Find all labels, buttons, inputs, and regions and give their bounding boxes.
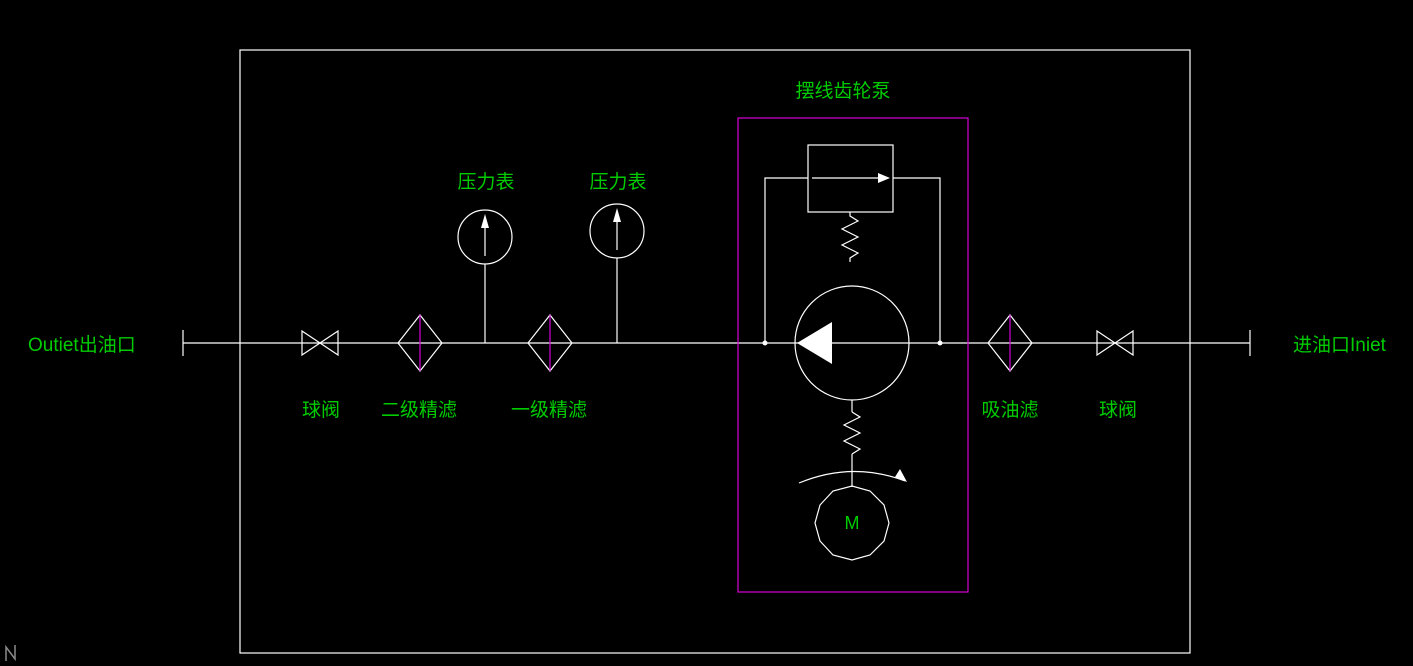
pump-unit-title: 摆线齿轮泵	[795, 80, 890, 102]
motor-polygon	[814, 485, 890, 561]
suction-filter-label: 吸油滤	[981, 399, 1038, 421]
pressure-gauge-left-label: 压力表	[457, 171, 514, 193]
pressure-gauge-right-dial	[589, 203, 645, 259]
relief-valve-bypass-left-line	[764, 177, 808, 343]
ball-valve-left-symbol	[301, 329, 339, 357]
bypass-junction-left-dot	[762, 340, 768, 346]
pressure-gauge-right-symbol	[589, 203, 645, 343]
drive-shaft-symbol	[798, 400, 907, 487]
ball-valve-right-symbol	[1096, 329, 1134, 357]
pressure-gauge-left-needle-arrow	[481, 214, 489, 228]
shaft-spring	[842, 411, 862, 455]
pressure-gauge-right-needle-arrow	[613, 208, 621, 222]
relief-valve-flow-arrow	[878, 173, 890, 183]
primary-filter-symbol	[527, 314, 573, 372]
pressure-gauge-right-label: 压力表	[589, 171, 646, 193]
primary-filter-label: 一级精滤	[511, 399, 587, 421]
outlet-port-label: Outiet出油口	[28, 334, 136, 356]
drawing-frame-border	[239, 49, 1191, 654]
motor-symbol: M	[814, 485, 890, 561]
inlet-port-label: 进油口Iniet	[1293, 334, 1387, 356]
cursor-artifact	[5, 644, 16, 662]
pump-unit-boundary	[737, 117, 969, 593]
relief-valve-bypass-right-line	[893, 177, 941, 343]
secondary-filter-label: 二级精滤	[381, 399, 457, 421]
relief-valve-spring	[840, 212, 860, 262]
pressure-gauge-left-dial	[457, 209, 513, 265]
suction-filter-symbol	[987, 314, 1033, 372]
bypass-junction-right-dot	[937, 340, 943, 346]
gear-pump-direction-triangle	[797, 322, 832, 364]
rotation-arc-arrow	[895, 469, 907, 482]
ball-valve-right-label: 球阀	[1099, 399, 1137, 421]
relief-valve-symbol	[762, 144, 943, 346]
rotation-arc	[798, 470, 906, 484]
motor-label: M	[845, 513, 860, 533]
secondary-filter-symbol	[397, 314, 443, 372]
ball-valve-left-label: 球阀	[302, 399, 340, 421]
pressure-gauge-left-symbol	[457, 209, 513, 343]
